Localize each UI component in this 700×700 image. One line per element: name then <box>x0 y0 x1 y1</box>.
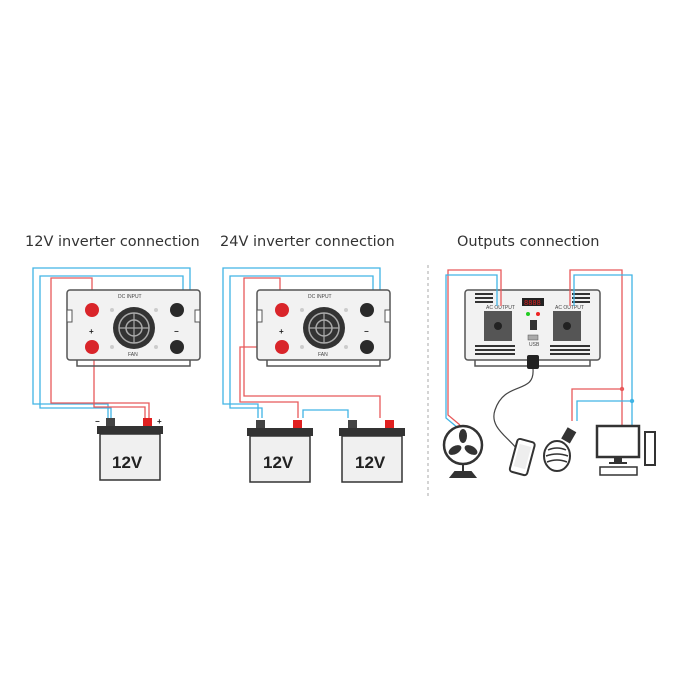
minus-label: − <box>364 327 369 336</box>
light-bulb-icon <box>543 427 577 472</box>
plus-label: + <box>89 327 94 336</box>
panel-title: Outputs connection <box>457 234 599 250</box>
ac-output-label-right: AC OUTPUT <box>555 305 584 311</box>
panel-24v: 24V inverter connection DC INPUT FAN + −… <box>220 234 406 483</box>
battery-1 <box>246 419 314 483</box>
usb-plug <box>527 355 539 369</box>
usb-cable <box>493 368 534 456</box>
usb-label: USB <box>529 342 540 348</box>
panel-title: 24V inverter connection <box>220 234 395 250</box>
ac-output-label-left: AC OUTPUT <box>486 305 515 311</box>
panel-outputs: Outputs connection AC OUTPUT AC OUTPUT 8… <box>442 234 656 478</box>
battery-1-label: 12V <box>263 453 294 472</box>
panel-title: 12V inverter connection <box>25 234 200 250</box>
usb-port <box>527 334 539 341</box>
minus-label: − <box>174 327 179 336</box>
panel-12v: 12V inverter connection DC INPUT FAN + −… <box>25 234 201 481</box>
battery-2-label: 12V <box>355 453 386 472</box>
display-value: 8888 <box>524 300 541 308</box>
battery-2 <box>338 419 406 483</box>
battery-minus: − <box>95 417 100 426</box>
fan-icon <box>442 424 484 478</box>
battery-plus: + <box>157 417 162 426</box>
computer-icon <box>595 424 656 476</box>
dc-input-label: DC INPUT <box>308 294 332 300</box>
battery-label: 12V <box>112 453 143 472</box>
fan-label: FAN <box>318 352 328 358</box>
plus-label: + <box>279 327 284 336</box>
fan-label: FAN <box>128 352 138 358</box>
phone-icon <box>508 437 536 477</box>
dc-input-label: DC INPUT <box>118 294 142 300</box>
power-switch <box>530 320 537 330</box>
led-display <box>522 298 544 306</box>
